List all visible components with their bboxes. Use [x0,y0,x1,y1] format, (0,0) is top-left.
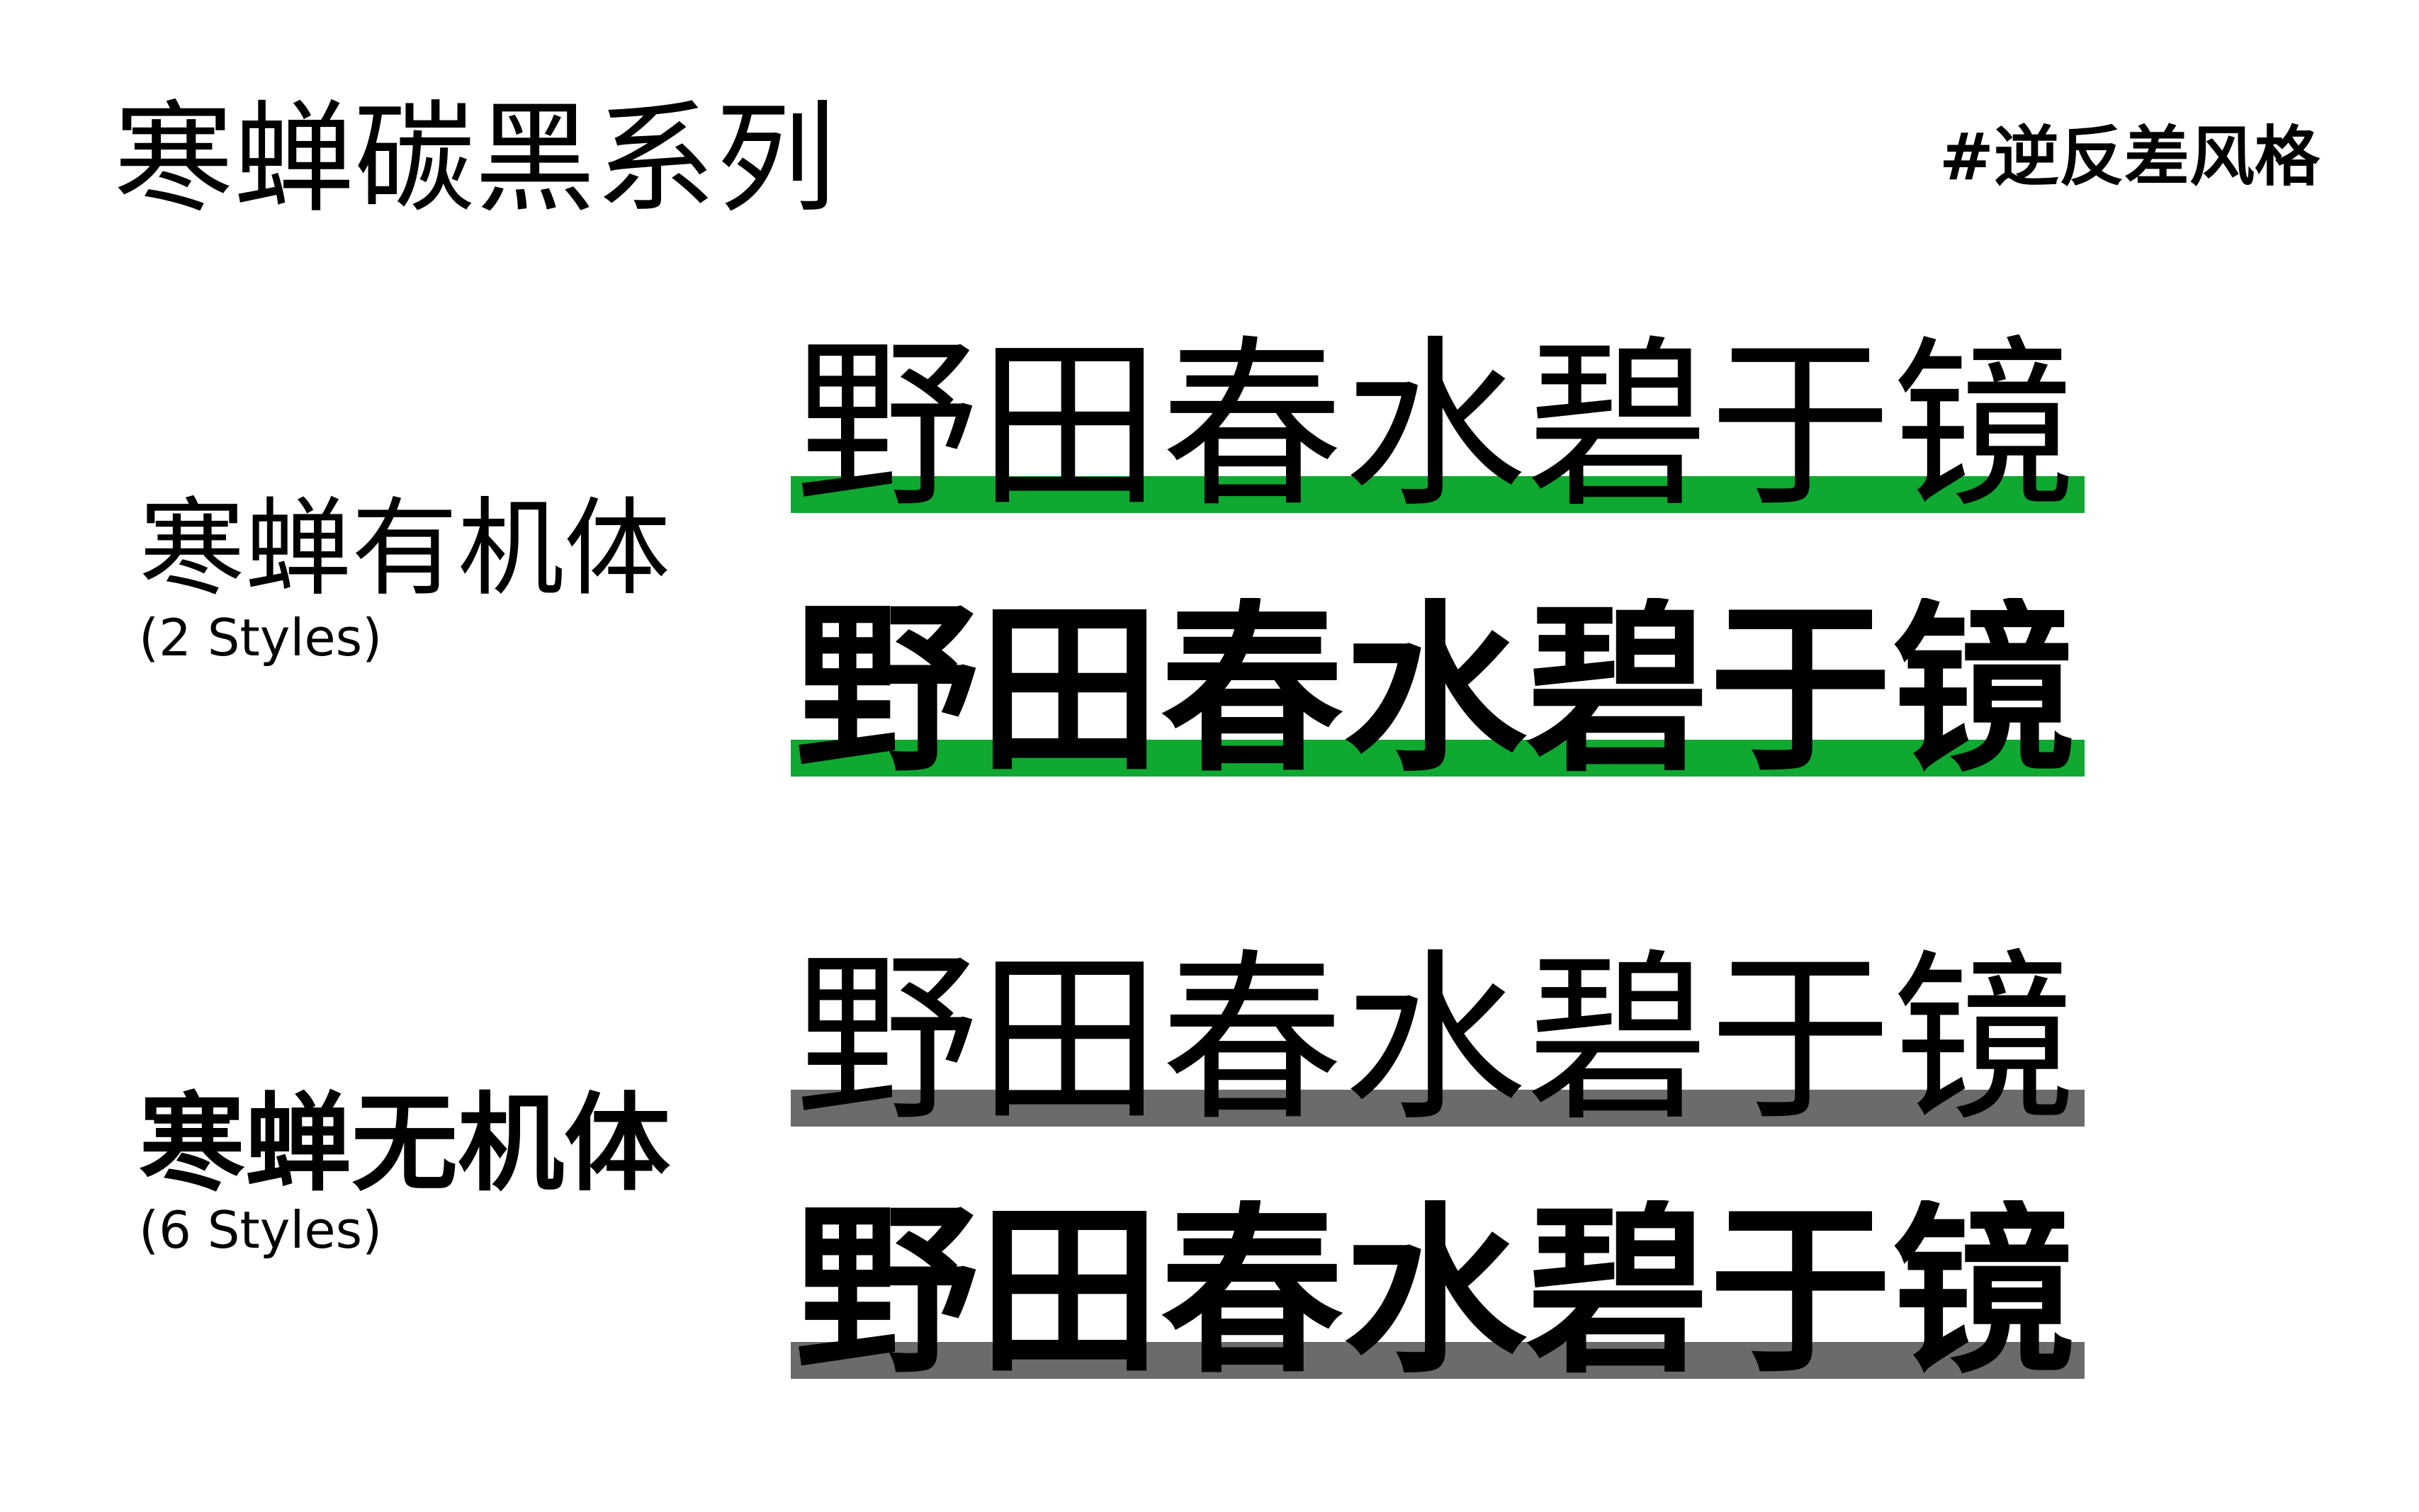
style-hashtag: #逆反差风格 [1939,119,2320,195]
specimen-text: 野田春水碧于镜 [795,1200,2075,1383]
highlight-bar [791,740,2085,777]
specimen-inorganic-bold: 野田春水碧于镜 [791,1173,2085,1383]
specimen-text: 野田春水碧于镜 [795,334,2075,517]
highlight-bar [791,476,2085,513]
page-title: 寒蝉碳黑系列 [113,89,837,230]
specimen-organic-bold: 野田春水碧于镜 [791,571,2085,781]
specimen-text: 野田春水碧于镜 [795,598,2075,781]
family-styles-count-inorganic: (6 Styles) [139,1200,383,1260]
highlight-bar [791,1342,2085,1379]
highlight-bar [791,1090,2085,1127]
family-name-inorganic: 寒蝉无机体 [139,1083,671,1206]
specimen-organic-regular: 野田春水碧于镜 [791,308,2085,517]
specimen-inorganic-regular: 野田春水碧于镜 [791,921,2085,1131]
family-styles-count-organic: (2 Styles) [139,608,383,667]
specimen-text: 野田春水碧于镜 [795,948,2075,1131]
family-name-organic: 寒蝉有机体 [139,487,671,611]
